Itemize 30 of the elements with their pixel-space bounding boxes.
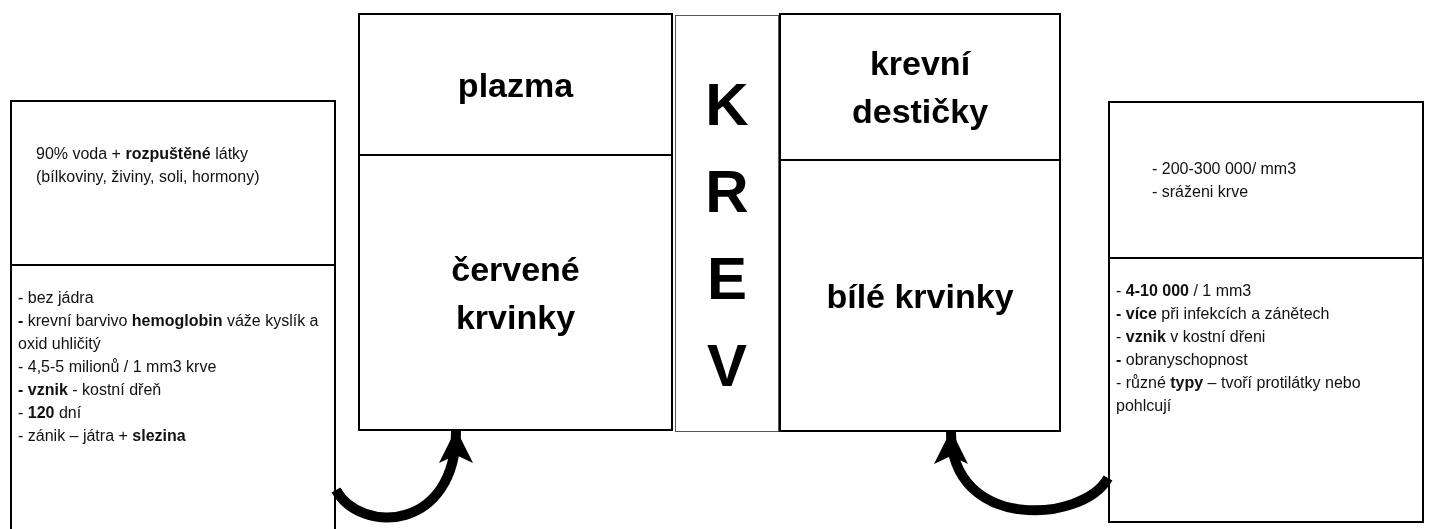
category-box	[358, 154, 673, 431]
text-box	[1108, 257, 1424, 523]
note-text: - 4-10 000 / 1 mm3	[1116, 281, 1253, 301]
text-box	[10, 264, 336, 529]
note-text: - vznik v kostní dřeni	[1116, 327, 1267, 347]
note-text: - různé typy – tvoří protilátky nebo pohlcují	[1116, 373, 1362, 416]
title-column	[675, 15, 779, 432]
note-text: - 120 dní	[18, 403, 83, 423]
curved-arrow	[332, 429, 471, 523]
category-label: červené krvinky	[450, 248, 581, 338]
category-box	[779, 159, 1061, 432]
category-label: krevní destičky	[850, 43, 990, 132]
note-text: - 200-300 000/ mm3	[1152, 159, 1298, 179]
note-text: - vznik - kostní dřeň	[18, 380, 163, 400]
text-box	[10, 100, 336, 266]
category-box	[779, 13, 1061, 161]
note-text: - krevní barvivo hemoglobin váže kyslík a oxid uhličitý	[18, 311, 320, 354]
note-text: - sráženi krve	[1152, 182, 1250, 202]
category-label: bílé krvinky	[825, 275, 1015, 317]
curved-arrow	[937, 430, 1112, 516]
note-text: - více při infekcích a zánětech	[1116, 304, 1331, 324]
vertical-title: KREV	[704, 70, 750, 401]
text-box	[1108, 101, 1424, 259]
note-text: 90% voda + rozpuštěné látky (bílkoviny, živiny, soli, hormony)	[36, 144, 261, 187]
note-text: - obranyschopnost	[1116, 350, 1249, 370]
category-label: plazma	[456, 64, 575, 106]
note-text: - 4,5-5 milionů / 1 mm3 krve	[18, 357, 218, 377]
note-text: - zánik – játra + slezina	[18, 426, 187, 446]
note-text: - bez jádra	[18, 288, 95, 308]
category-box	[358, 13, 673, 156]
